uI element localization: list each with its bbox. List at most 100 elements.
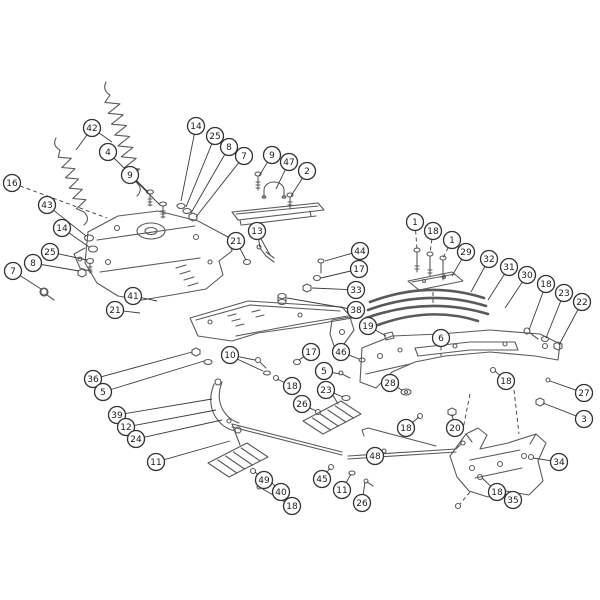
callout-19[interactable]: 19 <box>358 316 378 336</box>
callout-circle[interactable] <box>442 230 462 250</box>
callout-18[interactable]: 18 <box>496 371 516 391</box>
callout-2[interactable]: 2 <box>297 161 317 181</box>
callout-circle[interactable] <box>312 469 332 489</box>
callout-45[interactable]: 45 <box>312 469 332 489</box>
callout-4[interactable]: 4 <box>98 142 118 162</box>
callout-circle[interactable] <box>37 195 57 215</box>
callout-17[interactable]: 17 <box>349 259 369 279</box>
callout-circle[interactable] <box>423 221 443 241</box>
callout-46[interactable]: 46 <box>331 342 351 362</box>
callout-circle[interactable] <box>456 242 476 262</box>
callout-36[interactable]: 36 <box>83 369 103 389</box>
callout-11[interactable]: 11 <box>146 452 166 472</box>
callout-34[interactable]: 34 <box>549 452 569 472</box>
callout-circle[interactable] <box>98 142 118 162</box>
callout-circle[interactable] <box>186 116 206 136</box>
callout-circle[interactable] <box>254 470 274 490</box>
callout-circle[interactable] <box>445 418 465 438</box>
callout-31[interactable]: 31 <box>499 257 519 277</box>
callout-14[interactable]: 14 <box>52 218 72 238</box>
callout-circle[interactable] <box>120 165 140 185</box>
callout-41[interactable]: 41 <box>123 286 143 306</box>
callout-10[interactable]: 10 <box>220 345 240 365</box>
callout-13[interactable]: 13 <box>247 221 267 241</box>
callout-circle[interactable] <box>205 126 225 146</box>
callout-circle[interactable] <box>574 409 594 429</box>
callout-circle[interactable] <box>220 345 240 365</box>
callout-circle[interactable] <box>282 376 302 396</box>
callout-circle[interactable] <box>23 253 43 273</box>
callout-25[interactable]: 25 <box>205 126 225 146</box>
callout-circle[interactable] <box>301 342 321 362</box>
callout-9[interactable]: 9 <box>120 165 140 185</box>
callout-23[interactable]: 23 <box>316 380 336 400</box>
callout-12[interactable]: 12 <box>116 417 136 437</box>
callout-8[interactable]: 8 <box>23 253 43 273</box>
callout-22[interactable]: 22 <box>572 292 592 312</box>
callout-circle[interactable] <box>82 118 102 138</box>
callout-circle[interactable] <box>40 242 60 262</box>
callout-circle[interactable] <box>262 145 282 165</box>
callout-circle[interactable] <box>226 231 246 251</box>
callout-14[interactable]: 14 <box>186 116 206 136</box>
callout-28[interactable]: 28 <box>380 373 400 393</box>
callout-circle[interactable] <box>297 161 317 181</box>
callout-5[interactable]: 5 <box>93 382 113 402</box>
callout-18[interactable]: 18 <box>282 496 302 516</box>
callout-30[interactable]: 30 <box>517 265 537 285</box>
callout-circle[interactable] <box>574 383 594 403</box>
callout-circle[interactable] <box>292 394 312 414</box>
callout-1[interactable]: 1 <box>442 230 462 250</box>
callout-circle[interactable] <box>52 218 72 238</box>
callout-circle[interactable] <box>431 328 451 348</box>
callout-23[interactable]: 23 <box>554 283 574 303</box>
callout-circle[interactable] <box>126 429 146 449</box>
callout-circle[interactable] <box>316 380 336 400</box>
callout-32[interactable]: 32 <box>479 249 499 269</box>
callout-circle[interactable] <box>499 257 519 277</box>
callout-circle[interactable] <box>479 249 499 269</box>
callout-42[interactable]: 42 <box>82 118 102 138</box>
callout-26[interactable]: 26 <box>292 394 312 414</box>
callout-3[interactable]: 3 <box>574 409 594 429</box>
callout-circle[interactable] <box>83 369 103 389</box>
callout-circle[interactable] <box>3 261 23 281</box>
callout-48[interactable]: 48 <box>365 446 385 466</box>
callout-circle[interactable] <box>396 418 416 438</box>
callout-29[interactable]: 29 <box>456 242 476 262</box>
callout-circle[interactable] <box>271 482 291 502</box>
callout-circle[interactable] <box>234 146 254 166</box>
callout-circle[interactable] <box>350 241 370 261</box>
callout-18[interactable]: 18 <box>282 376 302 396</box>
callout-18[interactable]: 18 <box>423 221 443 241</box>
callout-circle[interactable] <box>496 371 516 391</box>
callout-circle[interactable] <box>282 496 302 516</box>
callout-16[interactable]: 16 <box>2 173 22 193</box>
callout-40[interactable]: 40 <box>271 482 291 502</box>
callout-17[interactable]: 17 <box>301 342 321 362</box>
callout-27[interactable]: 27 <box>574 383 594 403</box>
callout-circle[interactable] <box>365 446 385 466</box>
callout-33[interactable]: 33 <box>346 280 366 300</box>
callout-20[interactable]: 20 <box>445 418 465 438</box>
callout-circle[interactable] <box>332 480 352 500</box>
callout-18[interactable]: 18 <box>487 482 507 502</box>
callout-circle[interactable] <box>116 417 136 437</box>
callout-6[interactable]: 6 <box>431 328 451 348</box>
callout-21[interactable]: 21 <box>226 231 246 251</box>
callout-circle[interactable] <box>346 300 366 320</box>
callout-circle[interactable] <box>346 280 366 300</box>
callout-circle[interactable] <box>380 373 400 393</box>
callout-circle[interactable] <box>279 152 299 172</box>
callout-26[interactable]: 26 <box>352 493 372 513</box>
callout-43[interactable]: 43 <box>37 195 57 215</box>
callout-circle[interactable] <box>352 493 372 513</box>
callout-circle[interactable] <box>331 342 351 362</box>
callout-11[interactable]: 11 <box>332 480 352 500</box>
callout-circle[interactable] <box>219 137 239 157</box>
callout-circle[interactable] <box>503 490 523 510</box>
callout-38[interactable]: 38 <box>346 300 366 320</box>
callout-circle[interactable] <box>358 316 378 336</box>
callout-18[interactable]: 18 <box>536 274 556 294</box>
callout-7[interactable]: 7 <box>3 261 23 281</box>
